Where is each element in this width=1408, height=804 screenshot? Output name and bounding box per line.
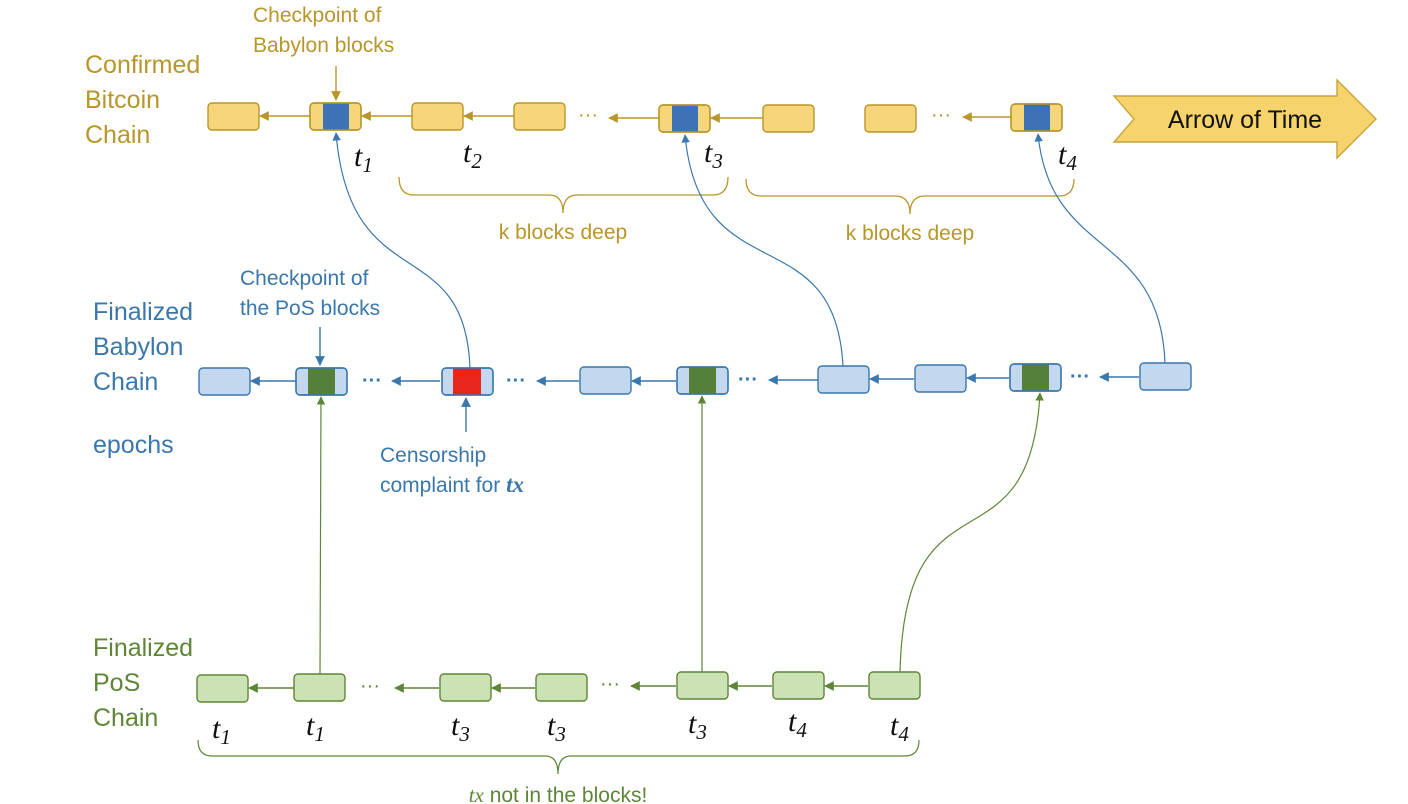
babylon-checkpoint-marker <box>672 105 698 132</box>
bitcoin-block <box>513 102 566 131</box>
ellipsis: ··· <box>506 370 526 392</box>
svg-text:Bitcoin: Bitcoin <box>85 86 160 114</box>
time-label: t2 <box>463 136 482 173</box>
svg-text:Finalized: Finalized <box>93 634 193 662</box>
pos-checkpoint-marker <box>1022 364 1049 391</box>
time-label: t3 <box>688 707 707 744</box>
epochs-label: epochs <box>93 431 174 459</box>
k-blocks-deep-label: k blocks deep <box>846 222 974 245</box>
svg-text:PoS: PoS <box>93 669 140 697</box>
pos-block <box>196 674 249 703</box>
babylon-to-bitcoin-checkpoints <box>332 132 1166 369</box>
time-label: t1 <box>354 140 373 177</box>
k-blocks-deep-brace-1 <box>398 176 729 214</box>
checkpoint-link-curve <box>332 132 471 369</box>
pos-block <box>868 671 921 700</box>
svg-text:Chain: Chain <box>85 121 150 149</box>
svg-text:Confirmed: Confirmed <box>85 51 200 79</box>
babylon-block <box>817 365 870 394</box>
ellipsis: ··· <box>578 104 598 126</box>
ellipsis: ··· <box>600 673 620 695</box>
babylon-block <box>579 366 632 395</box>
checkpoint-link-line <box>316 396 326 675</box>
tx-not-in-blocks-brace <box>197 739 920 775</box>
bitcoin-block <box>411 102 464 131</box>
pos-checkpoint-marker <box>689 367 716 394</box>
bitcoin-chain <box>207 102 1063 133</box>
time-label: t4 <box>1058 138 1077 175</box>
bitcoin-time-labels: t1 t2 t3 t4 <box>354 136 1077 177</box>
svg-text:Checkpoint of: Checkpoint of <box>253 4 382 27</box>
time-label: t1 <box>212 712 231 749</box>
arrow-of-time: Arrow of Time <box>1112 78 1377 160</box>
pos-chain-label: Finalized PoS Chain <box>93 634 193 732</box>
ellipsis: ··· <box>738 369 758 391</box>
pos-block <box>439 673 492 702</box>
k-blocks-deep-label: k blocks deep <box>499 221 627 244</box>
svg-text:Babylon: Babylon <box>93 333 183 361</box>
pos-block <box>676 671 729 700</box>
time-label: t3 <box>704 136 723 173</box>
bitcoin-block <box>762 104 815 133</box>
ellipsis: ··· <box>1070 366 1090 388</box>
arrow-of-time-label: Arrow of Time <box>1168 106 1322 134</box>
pos-checkpoint-marker <box>308 368 335 395</box>
babylon-block <box>914 364 967 393</box>
svg-text:Finalized: Finalized <box>93 298 193 326</box>
svg-text:the PoS blocks: the PoS blocks <box>240 297 380 320</box>
babylon-checkpoint-marker <box>323 103 349 130</box>
bitcoin-chain-label: Confirmed Bitcoin Chain <box>85 51 200 149</box>
time-label: t1 <box>306 709 325 746</box>
babylon-checkpoint-marker <box>1024 104 1050 131</box>
checkpoint-pos-annotation: Checkpoint of the PoS blocks <box>240 267 380 366</box>
ellipsis: ··· <box>931 104 951 126</box>
checkpoint-link-curve <box>899 392 1044 673</box>
pos-block <box>772 671 825 700</box>
censorship-complaint-marker <box>453 368 481 395</box>
checkpoint-link-curve <box>681 134 844 367</box>
pos-time-labels: t1 t1 t3 t3 t3 t4 t4 <box>212 705 909 749</box>
babylon-chain <box>198 362 1192 396</box>
svg-text:complaint for tx: complaint for tx <box>380 472 524 497</box>
bitcoin-block <box>207 102 260 131</box>
babylon-chain-label: Finalized Babylon Chain epochs <box>93 298 193 459</box>
ellipsis: ··· <box>362 370 382 392</box>
svg-text:Babylon blocks: Babylon blocks <box>253 34 394 57</box>
checkpoint-babylon-annotation: Checkpoint of Babylon blocks <box>253 4 394 101</box>
svg-text:Checkpoint of: Checkpoint of <box>240 267 369 290</box>
time-label: t3 <box>451 709 470 746</box>
time-label: t4 <box>890 709 909 746</box>
pos-chain <box>196 671 921 703</box>
tx-not-in-blocks-label: tx not in the blocks! <box>469 783 648 804</box>
babylon-block <box>198 367 251 396</box>
pos-to-babylon-checkpoints <box>316 392 1044 675</box>
svg-text:Censorship: Censorship <box>380 444 486 467</box>
svg-text:Chain: Chain <box>93 704 158 732</box>
pos-block <box>293 673 346 702</box>
checkpoint-link-curve <box>1034 133 1166 364</box>
ellipsis: ··· <box>360 675 380 697</box>
svg-text:Chain: Chain <box>93 368 158 396</box>
bitcoin-block <box>864 104 917 133</box>
time-label: t4 <box>788 705 807 742</box>
time-label: t3 <box>547 709 566 746</box>
censorship-complaint-annotation: Censorship complaint for tx <box>380 397 524 497</box>
babylon-block <box>1139 362 1192 391</box>
pos-block <box>535 673 588 702</box>
k-blocks-deep-brace-2 <box>745 178 1075 215</box>
